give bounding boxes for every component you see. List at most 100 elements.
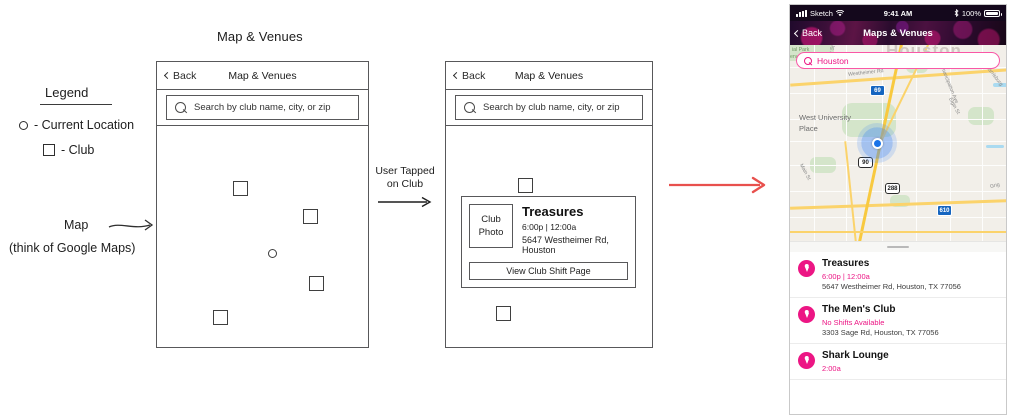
map-pin-icon <box>798 306 815 323</box>
map-marker-club[interactable] <box>496 306 511 321</box>
signal-bars-icon <box>796 9 807 17</box>
map-marker-club[interactable] <box>303 209 318 224</box>
flow-arrow-red-icon <box>669 176 766 194</box>
club-callout-popup: Club Photo Treasures 6:00p | 12:00a 5647… <box>461 196 636 288</box>
club-photo-placeholder: Club Photo <box>469 204 513 248</box>
bluetooth-icon <box>954 9 959 17</box>
venue-shift: No Shifts Available <box>822 317 885 327</box>
wireframe-b-map-canvas[interactable]: Club Photo Treasures 6:00p | 12:00a 5647… <box>446 126 652 347</box>
legend-item-label: - Current Location <box>34 118 135 132</box>
wireframe-a-search-input[interactable]: Search by club name, city, or zip <box>166 95 359 120</box>
club-callout-top: Club Photo Treasures 6:00p | 12:00a 5647… <box>469 204 628 255</box>
search-icon <box>464 101 476 114</box>
club-name: Treasures <box>522 204 584 219</box>
status-bar: Sketch 9:41 AM 100% <box>790 5 1006 21</box>
venue-shift: 2:00a <box>822 363 841 373</box>
club-photo-line-1: Club <box>481 214 501 225</box>
page-title: Map & Venues <box>217 29 303 44</box>
legend-item-current-location: - Current Location <box>19 118 134 132</box>
status-bar-right: 100% <box>954 8 1002 18</box>
map-search-field[interactable]: Houston <box>796 52 1000 69</box>
wireframe-b-back-label: Back <box>462 69 486 82</box>
map-street-label: West University <box>799 113 851 122</box>
highway-shield-icon: 90 <box>858 157 873 168</box>
wireframe-b-nav-title: Map & Venues <box>514 69 584 82</box>
phone-back-button[interactable]: Back <box>793 28 823 38</box>
map-note-label: Map <box>64 218 89 232</box>
iphone-mockup: Sketch 9:41 AM 100% Back <box>789 4 1007 415</box>
map-search-value: Houston <box>817 55 849 66</box>
wireframe-b-search-area: Search by club name, city, or zip <box>446 90 652 126</box>
map-note-arrow-icon <box>108 219 154 231</box>
legend-title: Legend <box>45 85 89 100</box>
carrier-label: Sketch <box>810 8 833 18</box>
status-bar-time: 9:41 AM <box>883 8 913 18</box>
wireframe-a-back-label: Back <box>173 69 197 82</box>
wireframe-a-navbar: Back Map & Venues <box>157 62 368 90</box>
wireframe-b-back-button[interactable]: Back <box>452 69 486 82</box>
club-callout-info: Treasures 6:00p | 12:00a 5647 Westheimer… <box>522 204 628 255</box>
venue-name: Treasures <box>822 258 870 269</box>
wireframe-a-back-button[interactable]: Back <box>163 69 197 82</box>
wireframe-screen-map-with-popup: Back Map & Venues Search by club name, c… <box>445 61 653 348</box>
wireframe-b-navbar: Back Map & Venues <box>446 62 652 90</box>
battery-full-icon <box>984 9 1002 17</box>
map-note-sub: (think of Google Maps) <box>9 241 136 255</box>
sheet-drag-handle[interactable] <box>790 241 1006 252</box>
club-address: 5647 Westheimer Rd, Houston <box>522 235 609 255</box>
highway-shield-icon: 610 <box>937 205 952 216</box>
chevron-left-icon <box>452 71 461 80</box>
map-street-label: Grig <box>989 182 1001 190</box>
club-hours: 6:00p | 12:00a <box>522 222 577 232</box>
search-icon <box>804 56 812 65</box>
phone-back-label: Back <box>802 28 823 38</box>
current-location-dot <box>872 138 883 149</box>
square-outline-icon <box>43 144 55 156</box>
flow-arrow-black-icon <box>378 196 432 208</box>
venue-name: The Men's Club <box>822 304 896 315</box>
wireframe-a-map-canvas[interactable] <box>157 126 368 347</box>
map-street-label: ial Park <box>792 47 810 53</box>
wifi-icon <box>835 9 844 16</box>
wireframe-b-search-placeholder: Search by club name, city, or zip <box>483 102 620 113</box>
annotation-line-1: User Tapped <box>375 165 435 177</box>
map-pin-icon <box>798 352 815 369</box>
wireframe-a-search-area: Search by club name, city, or zip <box>157 90 368 126</box>
phone-nav-title: Maps & Venues <box>863 27 933 39</box>
drag-handle-icon <box>887 245 909 249</box>
circle-outline-icon <box>19 120 28 130</box>
legend-divider <box>40 104 112 106</box>
highway-shield-icon: 288 <box>885 183 900 194</box>
wireframe-a-search-placeholder: Search by club name, city, or zip <box>194 102 331 113</box>
map-marker-club[interactable] <box>213 310 228 325</box>
legend-item-club: - Club <box>43 143 94 157</box>
venue-shift: 6:00p | 12:00a <box>822 271 870 281</box>
map-marker-club[interactable] <box>518 178 533 193</box>
wireframe-screen-map: Back Map & Venues Search by club name, c… <box>156 61 369 348</box>
map-pin-icon <box>798 260 815 277</box>
highway-shield-icon: 69 <box>870 85 885 96</box>
legend-item-label: - Club <box>61 143 95 157</box>
map-marker-current-location[interactable] <box>268 249 277 258</box>
view-club-shift-page-button[interactable]: View Club Shift Page <box>469 262 628 280</box>
annotation-user-tapped: User Tapped on Club <box>371 165 439 191</box>
map-marker-club[interactable] <box>309 276 324 291</box>
map-marker-club[interactable] <box>233 181 248 196</box>
venue-address: 3303 Sage Rd, Houston, TX 77056 <box>822 328 939 337</box>
venue-address: 5647 Westheimer Rd, Houston, TX 77056 <box>822 282 961 291</box>
annotation-line-2: on Club <box>386 178 424 190</box>
wireframe-a-nav-title: Map & Venues <box>228 69 297 82</box>
status-bar-left: Sketch <box>796 9 844 18</box>
phone-nav-bar: Back Maps & Venues <box>790 21 1006 45</box>
wireframe-b-search-input[interactable]: Search by club name, city, or zip <box>455 95 643 120</box>
battery-percent-label: 100% <box>961 8 981 18</box>
